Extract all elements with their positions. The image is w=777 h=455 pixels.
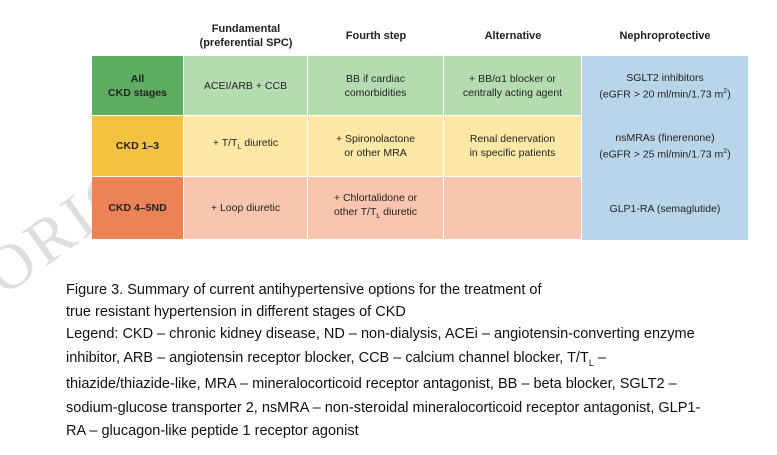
header-fundamental: Fundamental (preferential SPC) [199,23,293,49]
cell-all-fourth: BB if cardiac comorbidities [308,56,444,116]
legend-line-1: Legend: CKD – chronic kidney disease, ND… [66,326,695,342]
cell-ckd13-fourth: + Spironolactone or other MRA [308,116,444,177]
cell-ckd13-alternative: Renal denervation in specific patients [444,116,582,177]
header-alternative: Alternative [484,30,542,42]
header-fourth-step: Fourth step [345,30,407,42]
header-nephroprotective: Nephroprotective [619,30,711,42]
nephro-glp1-name: GLP1-RA (semaglutide) [609,202,721,215]
stage-all-ckd: All CKD stages [92,56,184,116]
cell-ckd45-alternative [444,177,582,240]
nephroprotective-column: SGLT2 inhibitors (eGFR > 20 ml/min/1.73 … [582,56,748,240]
legend-line-2: inhibitor, ARB – angiotensin receptor bl… [66,350,606,368]
cell-ckd45-fourth-text: + Chlortalidone or other T/TL diuretic [333,192,418,221]
nephro-nsmra: nsMRAs (finerenone) (eGFR > 25 ml/min/1.… [599,116,730,177]
nephro-sglt2: SGLT2 inhibitors (eGFR > 20 ml/min/1.73 … [599,56,730,116]
stage-ckd-4-5nd: CKD 4–5ND [92,177,184,240]
figure-caption-line-2: true resistant hypertension in different… [66,304,406,320]
cell-all-fundamental: ACEI/ARB + CCB [184,56,308,116]
cell-ckd45-fourth: + Chlortalidone or other T/TL diuretic [308,177,444,240]
nephro-nsmra-name: nsMRAs (finerenone) [615,132,715,145]
legend-line-3: thiazide/thiazide-like, MRA – mineraloco… [66,376,677,392]
nephro-nsmra-egfr: (eGFR > 25 ml/min/1.73 m2) [599,148,731,161]
cell-all-alternative: + BB/α1 blocker or centrally acting agen… [444,56,582,116]
treatment-table: Fundamental (preferential SPC) Fourth st… [92,16,748,240]
cell-ckd45-fundamental: + Loop diuretic [184,177,308,240]
legend-line-4: sodium-glucose transporter 2, nsMRA – no… [66,400,701,416]
figure-caption-line-1: Figure 3. Summary of current antihyperte… [66,282,542,298]
nephro-sglt2-egfr: (eGFR > 20 ml/min/1.73 m2) [599,87,731,101]
legend-line-5: RA – glucagon-like peptide 1 receptor ag… [66,423,359,439]
nephro-sglt2-name: SGLT2 inhibitors [626,71,704,84]
nephro-glp1: GLP1-RA (semaglutide) [610,177,721,240]
cell-ckd13-fundamental-text: + T/TL diuretic [212,137,279,152]
cell-ckd13-fundamental: + T/TL diuretic [184,116,308,177]
stage-ckd-1-3: CKD 1–3 [92,116,184,177]
